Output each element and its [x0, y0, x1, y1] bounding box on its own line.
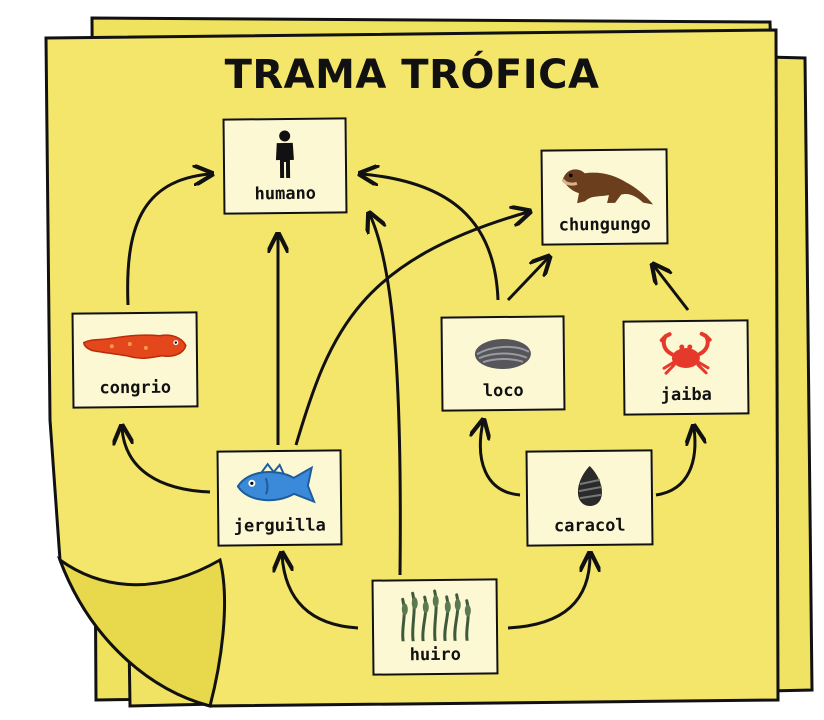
node-label-huiro: huiro [409, 644, 461, 666]
node-label-jaiba: jaiba [660, 384, 712, 406]
crab-icon [659, 331, 712, 375]
node-jaiba: jaiba [622, 319, 750, 416]
diagram-title: TRAMA TRÓFICA [224, 52, 600, 98]
node-label-jerguilla: jerguilla [233, 515, 326, 537]
mollusc-icon [474, 338, 531, 370]
seaweed-icon [401, 589, 471, 642]
person-icon [275, 130, 294, 179]
node-chungungo: chungungo [540, 148, 669, 246]
node-congrio: congrio [71, 311, 199, 409]
eel-icon [83, 334, 187, 359]
node-huiro: huiro [371, 578, 499, 676]
otter-icon [560, 169, 653, 205]
node-loco: loco [440, 315, 566, 412]
snail-icon [577, 466, 602, 506]
node-label-congrio: congrio [99, 377, 172, 399]
fish-icon [236, 462, 316, 504]
node-label-loco: loco [482, 380, 524, 402]
node-caracol: caracol [525, 449, 654, 547]
node-jerguilla: jerguilla [216, 449, 343, 547]
node-humano: humano [222, 117, 348, 215]
node-label-caracol: caracol [553, 515, 626, 537]
node-label-chungungo: chungungo [558, 214, 651, 236]
node-label-humano: humano [254, 183, 317, 205]
